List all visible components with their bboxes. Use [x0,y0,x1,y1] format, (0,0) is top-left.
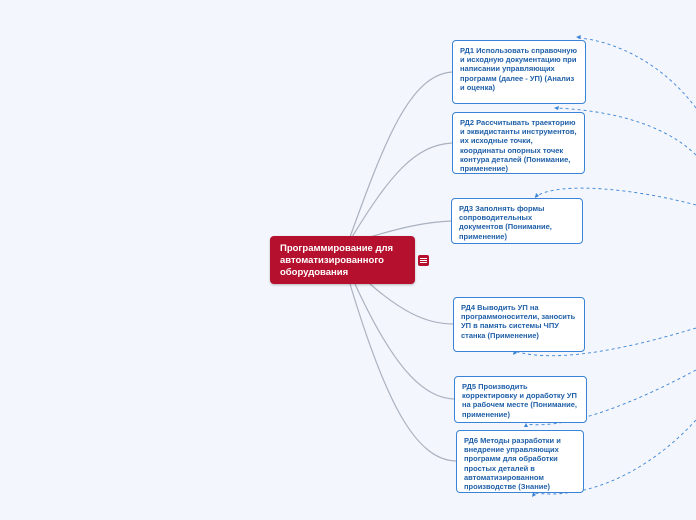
arrowhead-rd2 [554,106,559,110]
arrowhead-rd1 [576,35,581,39]
relation-rd2 [555,107,696,156]
branch-rd4 [369,283,454,325]
notes-icon[interactable] [418,255,429,266]
branch-rd3 [369,220,452,238]
relation-rd5 [525,369,696,426]
relation-rd4 [513,327,696,357]
branch-rd2 [351,142,453,238]
relations [513,37,696,495]
relation-rd3 [534,187,696,206]
relation-rd6 [533,419,696,495]
topic-rd6[interactable]: РД6 Методы разработки и внедрение управл… [456,430,584,493]
branch-rd5 [354,283,455,400]
branch-rd6 [349,283,457,462]
topic-rd3[interactable]: РД3 Заполнять формы сопроводительных док… [451,198,583,244]
branches [349,71,457,462]
topic-rd5[interactable]: РД5 Производить корректировку и доработк… [454,376,587,423]
arrowhead-rd5 [524,423,528,427]
topic-rd1[interactable]: РД1 Использовать справочную и исходную д… [452,40,586,104]
central-topic[interactable]: Программирование для автоматизированного… [270,236,415,284]
relation-arrowheads [513,35,581,497]
topic-rd4[interactable]: РД4 Выводить УП на программоносители, за… [453,297,585,352]
arrowhead-rd6 [532,492,536,497]
topic-rd2[interactable]: РД2 Рассчитывать траекторию и эквидистан… [452,112,585,174]
branch-rd1 [349,71,453,238]
relation-rd1 [577,37,696,109]
arrowhead-rd3 [535,193,539,198]
